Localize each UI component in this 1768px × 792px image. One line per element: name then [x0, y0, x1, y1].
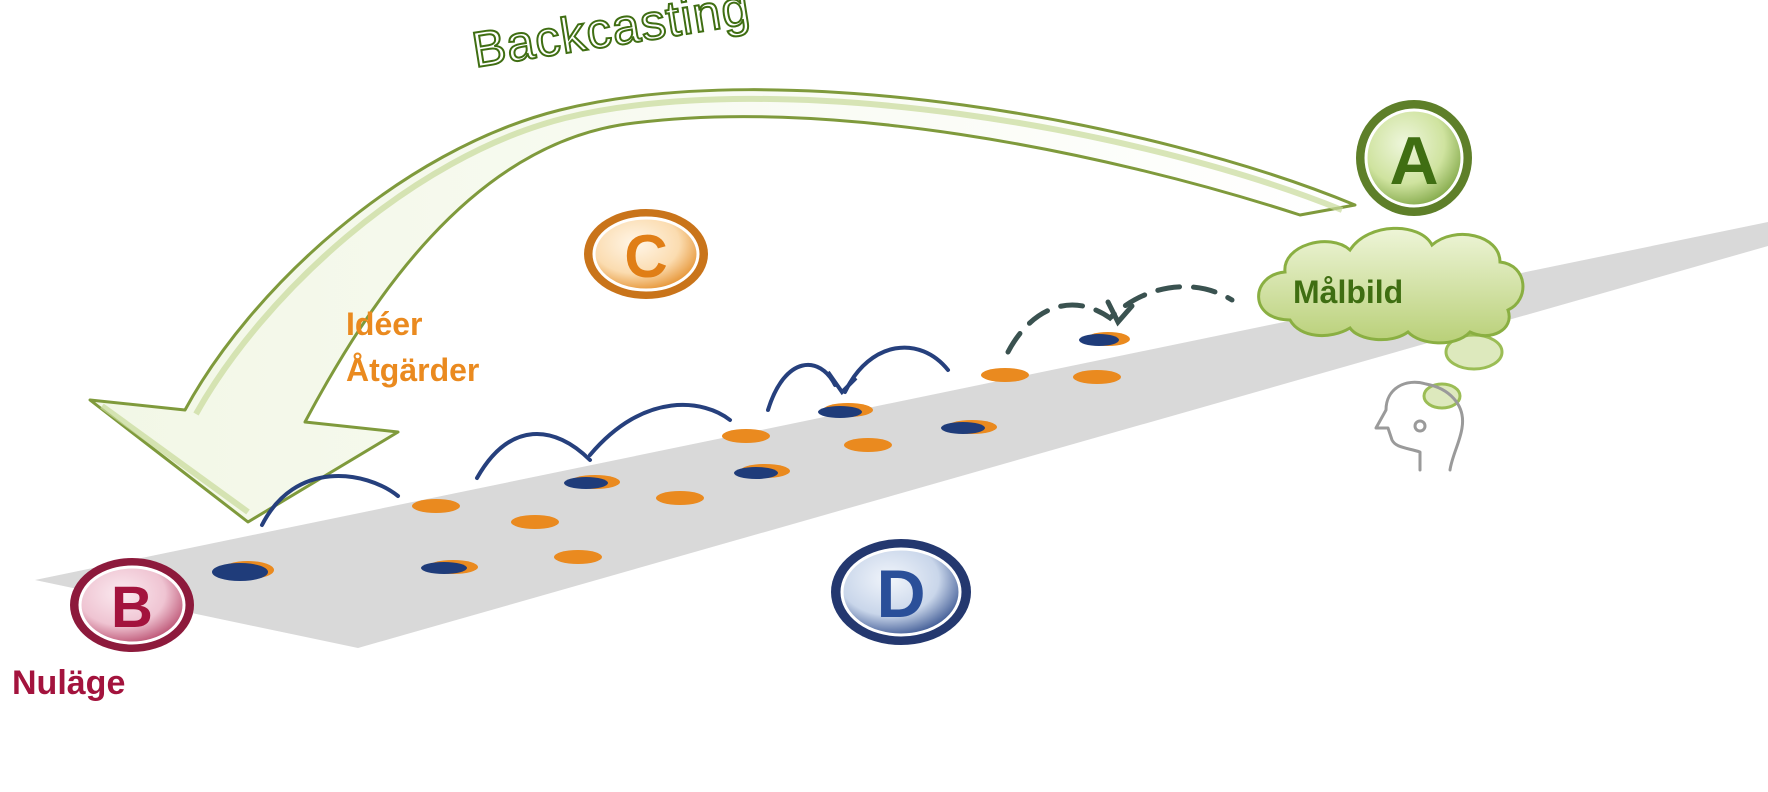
head-icon	[1374, 380, 1465, 472]
badge-a-letter: A	[1389, 123, 1439, 199]
badge-c	[584, 209, 708, 299]
backcasting-arrow	[88, 88, 1357, 524]
current-state-label: Nuläge	[12, 664, 126, 702]
badge-d	[831, 539, 971, 645]
goal-cloud	[1257, 226, 1525, 345]
badge-a	[1356, 100, 1472, 216]
badge-b-letter: B	[111, 575, 153, 640]
badge-b	[70, 558, 194, 652]
badge-d-letter: D	[876, 556, 926, 632]
arc-arrowhead	[826, 370, 858, 396]
badge-c-letter: C	[624, 223, 668, 290]
ideas-label: Idéer	[346, 306, 423, 342]
dashed-path	[1005, 284, 1235, 355]
thought-bubble-small	[1422, 382, 1462, 410]
navy-stones	[212, 334, 1119, 581]
goal-label: Målbild	[1293, 274, 1404, 310]
actions-label: Åtgärder	[346, 352, 480, 388]
dashed-arrowhead	[1105, 299, 1135, 327]
